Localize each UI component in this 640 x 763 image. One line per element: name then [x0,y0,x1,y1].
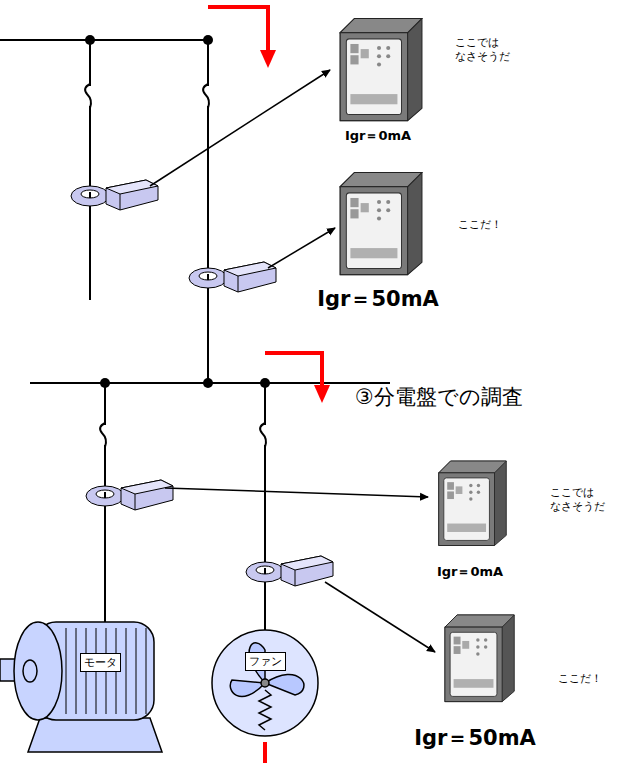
comment-note: ここだ！ [458,218,520,232]
comment-note: ここでは なさそうだ [455,36,517,65]
leak-current-value: Igr＝0mA [345,128,411,144]
comment-note: ここだ！ [558,672,620,686]
node-text: モータ [84,655,117,670]
motor-label: モータ [80,653,121,672]
leak-current-value: Igr＝50mA [317,287,439,312]
section-heading: ③分電盤での調査 [355,385,523,410]
leak-current-value: Igr＝50mA [414,726,536,751]
comment-note: ここでは なさそうだ [550,486,612,515]
fan-label: ファン [245,652,286,671]
leak-current-value: Igr＝0mA [437,564,503,580]
node-text: ファン [249,654,282,669]
